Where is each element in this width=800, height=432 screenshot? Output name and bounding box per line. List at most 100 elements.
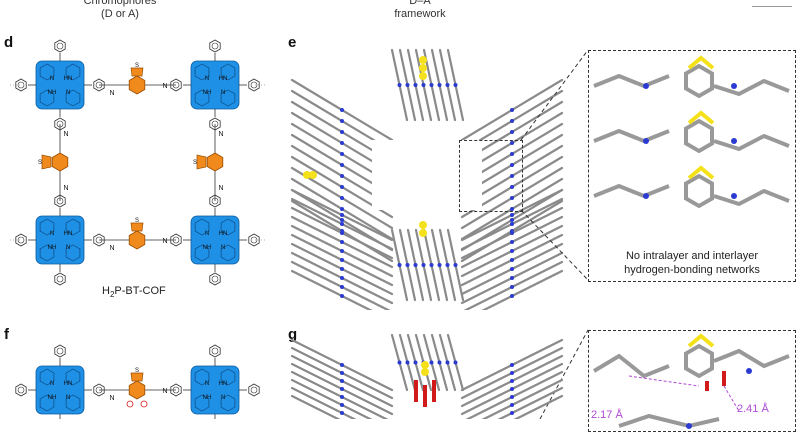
- nh-label: NH: [48, 245, 57, 251]
- nitrogen-atom: [445, 263, 450, 267]
- nitrogen-label: N: [221, 245, 225, 251]
- nitrogen-atom: [510, 141, 514, 145]
- nitrogen-label: N: [221, 90, 225, 96]
- nitrogen-atom: [340, 276, 344, 280]
- inset-caption: No intralayer and interlayer hydrogen-bo…: [589, 249, 795, 277]
- nitrogen-atom: [510, 395, 514, 399]
- chromophores-caption-line2: (D or A): [101, 8, 139, 20]
- nh-label: NH: [203, 245, 212, 251]
- nitrogen-atom: [340, 174, 344, 178]
- nitrogen-atom: [340, 258, 344, 262]
- pyrrole-ring: [39, 89, 55, 107]
- pyrrole-ring: [39, 63, 55, 81]
- nitrogen-atom: [510, 371, 514, 375]
- nitrogen-atom: [643, 193, 649, 199]
- oxygen-atom: [423, 385, 427, 407]
- pyrrole-ring: [220, 218, 236, 236]
- pyrrole-ring: [194, 63, 210, 81]
- nitrogen-atom: [340, 267, 344, 271]
- stick-backbone: [713, 134, 790, 151]
- porphyrin-core: [35, 365, 85, 415]
- nitrogen-atom: [510, 403, 514, 407]
- aromatic-circle: [211, 275, 219, 283]
- nitrogen-atom: [340, 231, 344, 235]
- nitrogen-atom: [510, 119, 514, 123]
- imine-n-label: N: [218, 131, 223, 138]
- nitrogen-atom: [731, 83, 737, 89]
- nitrogen-atom: [429, 263, 434, 267]
- sulfur-atom: [303, 171, 311, 179]
- phenyl-ring: [15, 383, 27, 397]
- nitrogen-atom: [405, 83, 410, 87]
- nh-label: NH: [203, 90, 212, 96]
- panel-label-e: e: [288, 34, 297, 51]
- nitrogen-atom: [510, 163, 514, 167]
- imine-n-label: N: [109, 395, 114, 402]
- sulfur-label: S: [38, 160, 42, 166]
- nitrogen-atom: [510, 174, 514, 178]
- nitrogen-atom: [510, 231, 514, 235]
- pyrrole-ring: [39, 218, 55, 236]
- nitrogen-atom: [397, 360, 402, 365]
- cof-name-sub: 2: [109, 290, 115, 300]
- nitrogen-atom: [510, 222, 514, 226]
- hn-label: HN: [219, 381, 228, 387]
- pyrrole-ring: [194, 244, 210, 262]
- nitrogen-atom: [453, 83, 458, 87]
- nitrogen-atom: [340, 249, 344, 253]
- stacking-inset-top: No intralayer and interlayer hydrogen-bo…: [588, 50, 796, 282]
- sulfur-label: S: [135, 368, 139, 374]
- stick-backbone: [713, 189, 790, 206]
- nitrogen-atom: [340, 379, 344, 383]
- framework-strand: [290, 394, 341, 419]
- pyrrole-ring: [39, 394, 55, 412]
- sulfur-atom: [419, 64, 427, 72]
- nitrogen-atom: [510, 258, 514, 262]
- sulfur-label: S: [135, 218, 139, 224]
- phenyl-ring: [54, 39, 66, 53]
- nitrogen-atom: [340, 387, 344, 391]
- aromatic-circle: [211, 42, 219, 50]
- thiadiazole-ring: [41, 154, 52, 170]
- sulfur-stick: [687, 110, 715, 125]
- framework-strand: [513, 394, 564, 419]
- stick-backbone: [593, 74, 670, 88]
- nitrogen-atom: [510, 363, 514, 367]
- pyrrole-ring: [194, 218, 210, 236]
- imine-n-label: N: [218, 185, 223, 192]
- pyrrole-ring: [65, 89, 81, 107]
- nitrogen-atom: [731, 138, 737, 144]
- benzothiadiazole-ring: [128, 230, 146, 250]
- nitrogen-atom: [340, 395, 344, 399]
- nitrogen-atom: [437, 263, 442, 267]
- hn-label: HN: [219, 76, 228, 82]
- sulfur-stick: [687, 55, 715, 70]
- aromatic-circle: [17, 81, 25, 89]
- hn-label: HN: [64, 381, 73, 387]
- nitrogen-atom: [510, 108, 514, 112]
- aromatic-circle: [56, 42, 64, 50]
- nitrogen-label: N: [50, 231, 54, 237]
- panel-label-g: g: [288, 326, 298, 343]
- nitrogen-atom: [510, 152, 514, 156]
- aromatic-circle: [250, 236, 258, 244]
- nitrogen-atom: [340, 222, 344, 226]
- nitrogen-atom: [510, 207, 514, 211]
- nitrogen-atom: [340, 240, 344, 244]
- imine-n-label: N: [162, 388, 167, 395]
- oxygen-atom: [432, 380, 436, 402]
- nitrogen-atom: [340, 207, 344, 211]
- cof-name: H2P-BT-COF: [102, 285, 166, 299]
- nitrogen-label: N: [66, 395, 70, 401]
- sulfur-label: S: [193, 160, 197, 166]
- phenyl-ring: [248, 383, 260, 397]
- sulfur-atom: [421, 361, 429, 369]
- pyrrole-ring: [220, 368, 236, 386]
- nitrogen-atom: [340, 411, 344, 415]
- nitrogen-atom: [340, 371, 344, 375]
- nitrogen-atom: [686, 423, 692, 429]
- nitrogen-atom: [340, 108, 344, 112]
- pyrrole-ring: [194, 394, 210, 412]
- phenyl-ring: [248, 78, 260, 92]
- nitrogen-atom: [340, 130, 344, 134]
